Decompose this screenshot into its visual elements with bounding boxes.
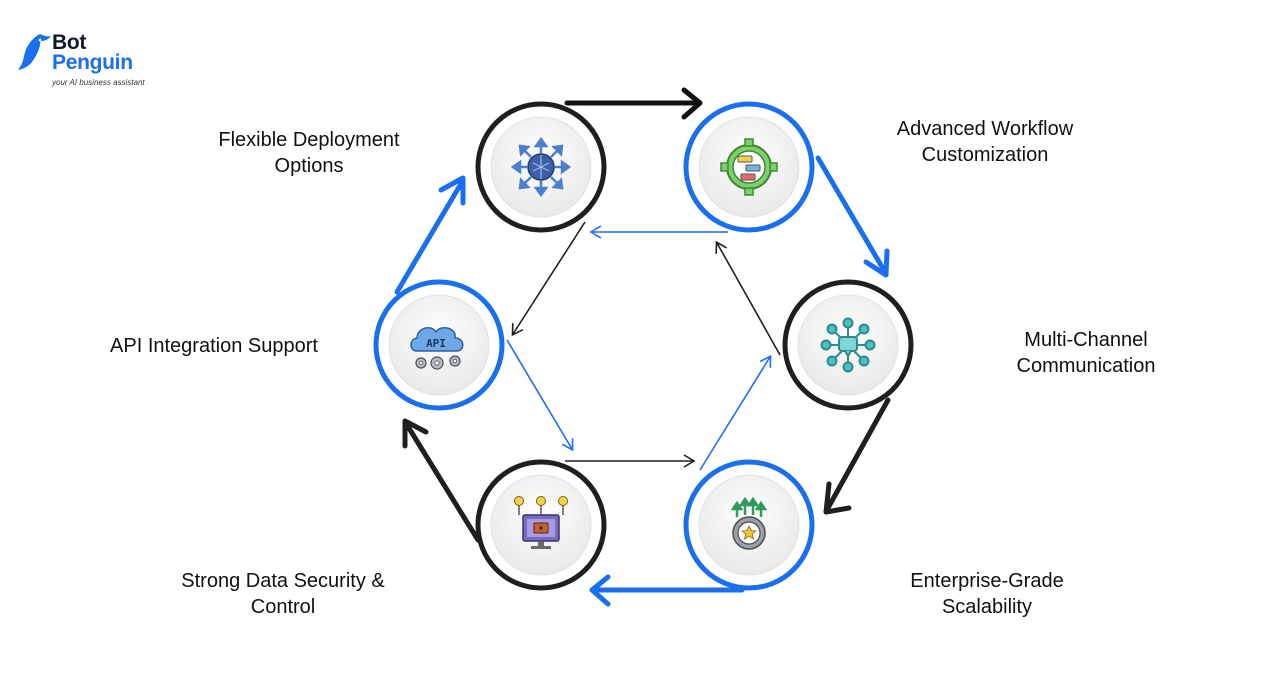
svg-text:API: API <box>426 337 446 350</box>
label-line: Control <box>250 596 316 618</box>
brand-name-line2: Penguin <box>52 51 133 74</box>
node-multi-channel <box>782 279 914 411</box>
label-flexible-deployment: Flexible Deployment Options <box>198 127 420 179</box>
node-enterprise-scalability <box>683 459 815 591</box>
node-data-security <box>475 459 607 591</box>
node-api-integration: API <box>373 279 505 411</box>
label-line: Scalability <box>941 596 1033 618</box>
brand-tagline: your AI business assistant <box>52 78 145 87</box>
label-api-integration: API Integration Support <box>84 333 344 359</box>
brand-logo: Bot Penguin your AI business assistant <box>18 30 158 90</box>
label-line: Strong Data Security & <box>181 570 385 592</box>
chat-network-icon <box>820 317 876 373</box>
label-line: Options <box>274 155 344 177</box>
growth-gear-icon <box>730 496 768 550</box>
label-line: Communication <box>1016 355 1156 377</box>
label-enterprise-scalability: Enterprise-Grade Scalability <box>880 568 1094 620</box>
label-line: Customization <box>921 144 1049 166</box>
outer-arrow-top-right <box>815 155 890 278</box>
api-cloud-icon: API <box>410 327 464 370</box>
inner-arrow-5 <box>699 354 772 471</box>
label-data-security: Strong Data Security & Control <box>155 568 411 620</box>
outer-arrow-top-left <box>394 175 466 295</box>
penguin-logo-icon <box>18 34 51 70</box>
node-advanced-workflow <box>683 101 815 233</box>
outer-arrow-bottom-right <box>823 397 891 515</box>
label-line: Advanced Workflow <box>896 118 1074 140</box>
inner-arrow-6 <box>715 240 781 356</box>
inner-arrow-3 <box>506 339 574 452</box>
network-hub-icon <box>510 136 572 198</box>
label-advanced-workflow: Advanced Workflow Customization <box>870 116 1100 168</box>
outer-arrow-top <box>564 87 703 120</box>
label-line: Flexible Deployment <box>218 129 400 151</box>
brand-name-line1: Bot <box>52 31 87 54</box>
node-flexible-deployment <box>475 101 607 233</box>
secure-monitor-icon <box>514 496 568 549</box>
outer-arrow-bottom-left <box>402 418 481 543</box>
label-multi-channel: Multi-Channel Communication <box>990 327 1182 379</box>
workflow-gear-icon <box>720 138 778 196</box>
label-line: Multi-Channel <box>1024 329 1148 351</box>
inner-arrow-2 <box>511 221 586 337</box>
label-line: Enterprise-Grade <box>910 570 1064 592</box>
label-line: API Integration Support <box>110 335 318 357</box>
outer-arrow-bottom <box>589 574 745 607</box>
